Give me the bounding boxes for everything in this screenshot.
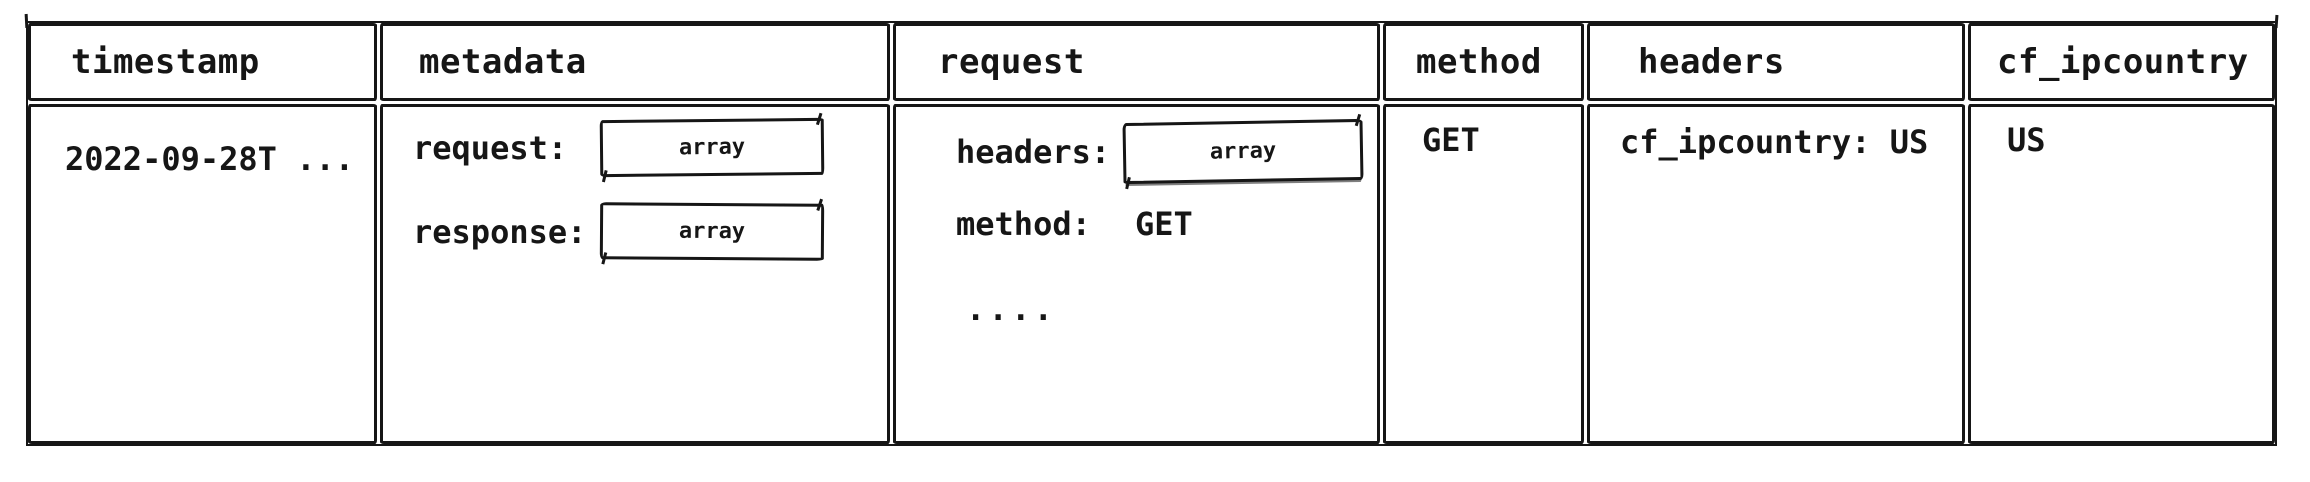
field-key: request: xyxy=(413,128,568,167)
column-header-timestamp: timestamp xyxy=(28,23,377,101)
metadata-response-field: response: array xyxy=(413,202,887,261)
cell-method: GET xyxy=(1383,104,1584,444)
column-header-label: method xyxy=(1416,42,1542,82)
array-badge-label: array xyxy=(1209,138,1277,165)
headers-value: cf_ipcountry: US xyxy=(1620,123,1929,161)
method-value: GET xyxy=(1422,121,1480,159)
cell-request: headers: array method: GET . . . . xyxy=(893,104,1380,444)
column-header-label: headers xyxy=(1638,42,1785,82)
request-headers-field: headers: array xyxy=(956,118,1377,185)
request-method-field: method: GET xyxy=(956,204,1377,244)
array-badge-label: array xyxy=(678,134,746,161)
column-header-label: request xyxy=(938,42,1085,82)
column-header-method: method xyxy=(1383,23,1584,101)
column-header-label: timestamp xyxy=(71,42,260,82)
cell-headers: cf_ipcountry: US xyxy=(1587,104,1965,444)
array-badge: array xyxy=(599,202,825,261)
array-badge: array xyxy=(1122,118,1364,185)
cell-timestamp: 2022-09-28T ... xyxy=(28,104,377,444)
cell-metadata: request: array response: array xyxy=(380,104,890,444)
column-header-label: metadata xyxy=(419,42,587,82)
metadata-request-field: request: array xyxy=(413,117,887,178)
log-table: timestamp metadata request method header… xyxy=(26,21,2277,446)
column-header-headers: headers xyxy=(1587,23,1965,101)
column-header-request: request xyxy=(893,23,1380,101)
cell-cf-ipcountry: US xyxy=(1968,104,2275,444)
cf-ipcountry-value: US xyxy=(2007,121,2046,159)
column-header-cf-ipcountry: cf_ipcountry xyxy=(1968,23,2275,101)
array-badge-label: array xyxy=(678,218,746,245)
timestamp-value: 2022-09-28T ... xyxy=(65,140,354,178)
ellipsis-indicator: . . . . xyxy=(966,290,1053,328)
field-key: response: xyxy=(413,212,587,251)
field-value: GET xyxy=(1135,205,1193,243)
column-header-metadata: metadata xyxy=(380,23,890,101)
field-key: headers: xyxy=(956,132,1111,171)
column-header-label: cf_ipcountry xyxy=(1997,42,2249,82)
field-key: method: xyxy=(956,205,1091,243)
array-badge: array xyxy=(599,117,825,178)
